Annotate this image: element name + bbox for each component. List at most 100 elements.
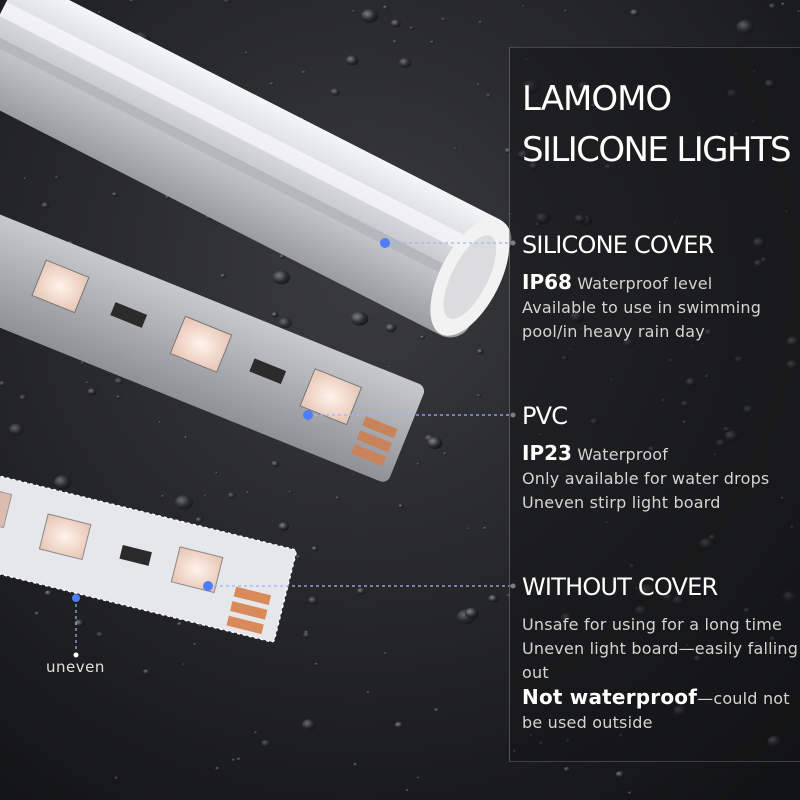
water-drop [797,10,800,13]
callout-dot-pvc [303,410,313,420]
callout-dot-uneven [72,594,80,602]
water-drop [736,20,755,34]
water-drop [467,527,471,531]
section-body-silicone: IP68 Waterproof level Available to use i… [522,270,800,344]
section-heading-without-cover: WITHOUT COVER [522,573,718,601]
water-drop [630,9,639,17]
section-line: Only available for water drops [522,469,770,488]
water-drop [563,766,571,772]
water-drop [392,39,398,44]
water-drop [295,554,302,560]
water-drop [8,423,25,436]
rating-ip23: IP23 [522,441,572,465]
water-drop [405,789,410,792]
water-drop [464,607,479,619]
emphasis-not-waterproof: Not waterproof [522,685,698,709]
water-drop [269,81,275,86]
callout-lines [75,242,512,650]
section-heading-pvc: PVC [522,402,568,430]
water-drop [182,663,186,666]
water-drop [302,719,316,731]
water-drop [245,490,250,494]
water-drop [288,490,293,494]
water-drop [116,395,121,399]
water-drop [345,55,359,66]
water-drop [420,335,425,340]
callout-label-uneven: uneven [46,658,105,676]
water-drop [522,5,525,8]
water-drop [627,791,632,795]
water-drop [366,691,371,695]
water-drop [301,70,307,75]
water-drop [278,522,290,531]
rating-ip68: IP68 [522,270,572,294]
water-drop [231,758,236,762]
water-drop [278,317,292,329]
section-line: Uneven stirp light board [522,493,721,512]
water-drop [195,517,203,523]
water-drop [44,590,53,597]
water-drop [356,587,366,595]
section-line: Unsafe for using for a long time Uneven … [522,615,799,682]
water-drop [478,20,483,25]
water-drop [398,57,412,68]
bare-strip [0,465,297,643]
water-drop [385,323,397,333]
water-drop [476,82,481,87]
water-drop [261,739,271,748]
pvc-strip [0,201,425,482]
water-drop [409,26,414,30]
water-drop [781,2,786,6]
water-drop [129,0,134,3]
water-drop [85,381,89,384]
water-drop [416,462,421,466]
emphasis-tail: —could not be used outside [522,689,790,732]
water-drop [443,452,447,456]
water-drop [54,175,60,180]
info-panel [509,47,800,762]
water-drop [486,93,492,98]
product-title: SILICONE LIGHTS [522,130,792,170]
section-body-without-cover: Unsafe for using for a long time Uneven … [522,613,800,735]
water-drop [114,377,124,385]
water-drop [203,494,207,497]
water-drop [441,17,447,22]
water-drop [353,762,358,767]
water-drop [220,273,227,279]
water-drop [271,312,279,318]
water-drop [382,5,389,10]
water-drop [114,776,119,780]
water-drop [97,10,102,14]
water-drop [330,88,341,96]
water-drop [215,471,219,474]
water-drop [96,631,104,638]
water-drop [227,492,236,499]
water-drop [384,651,388,655]
callout-dot-silicone [380,238,390,248]
water-drop [177,621,183,627]
water-drop [303,632,311,639]
water-drop [0,380,6,387]
water-drop [308,596,319,605]
water-drop [352,9,356,13]
water-drop [350,311,369,326]
water-drop [236,757,242,761]
water-drop [483,526,487,530]
water-drop [143,669,150,675]
water-drop [174,495,193,510]
water-drop [416,776,421,780]
water-drop [361,9,379,23]
water-drop [23,177,27,180]
water-drop [279,254,285,259]
water-drop [394,721,404,729]
water-drop [222,0,232,4]
callout-end-uneven [73,652,79,658]
section-body-pvc: IP23 Waterproof Only available for water… [522,441,800,515]
water-drop [430,40,435,44]
water-drop [272,270,291,285]
water-drop [453,146,457,150]
water-drop [112,192,118,197]
water-drop [335,495,341,500]
water-drop [388,365,392,368]
water-drop [158,421,162,424]
